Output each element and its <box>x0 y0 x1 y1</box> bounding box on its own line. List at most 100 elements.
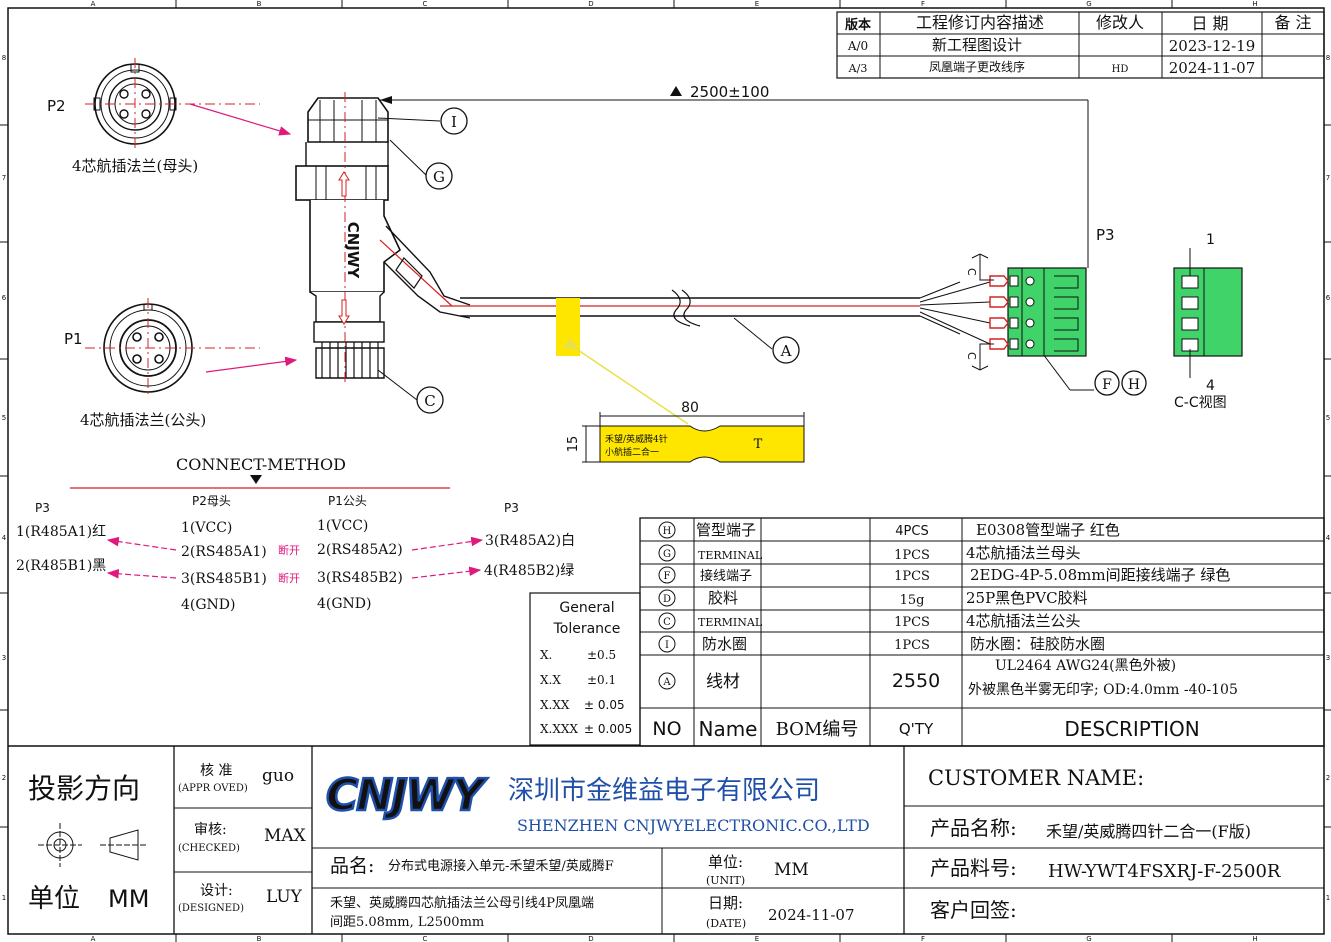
svg-text:6: 6 <box>2 294 7 302</box>
length-label: 2500±100 <box>690 83 769 101</box>
connect-p2-3: 3(RS485B1) <box>181 571 267 587</box>
connect-title-marker <box>250 475 262 484</box>
svg-text:H: H <box>1252 0 1257 8</box>
connect-p2-2: 2(RS485A1) <box>181 544 267 560</box>
spec-line2: 间距5.08mm, L2500mm <box>330 915 484 930</box>
bom-header-no: NO <box>652 718 681 740</box>
bom-name: 管型端子 <box>696 521 756 539</box>
p2-label: P2 <box>47 97 66 115</box>
tolerance-v2: ±0.1 <box>587 673 616 687</box>
bom-desc: 4芯航插法兰公头 <box>966 612 1081 630</box>
bom-desc: 防水圈：硅胶防水圈 <box>970 635 1105 653</box>
svg-text:B: B <box>257 935 262 942</box>
svg-text:D: D <box>588 935 593 942</box>
svg-text:F: F <box>921 0 925 8</box>
pname-label: 品名: <box>330 855 374 877</box>
p1-arrow <box>205 356 298 373</box>
rev-header-note: 备 注 <box>1274 13 1311 32</box>
svg-text:E: E <box>755 935 759 942</box>
designed-by: LUY <box>266 887 303 907</box>
bom-row: G TERMINAL 1PCS 4芯航插法兰母头 <box>658 544 1081 563</box>
bom-header-desc: DESCRIPTION <box>1064 717 1199 741</box>
rev-row-desc: 凤凰端子更改线序 <box>929 59 1025 74</box>
rev-header-desc: 工程修订内容描述 <box>916 13 1044 32</box>
bom-qty: 1PCS <box>894 569 930 584</box>
svg-text:2: 2 <box>2 774 6 782</box>
p3-terminal-block <box>971 253 1087 371</box>
bom-name: 接线端子 <box>700 568 752 584</box>
svg-text:4: 4 <box>1326 534 1331 542</box>
customer-name-label: CUSTOMER NAME: <box>928 766 1144 790</box>
connect-col-p1: P1公头 <box>328 494 367 508</box>
product-name-value: 禾望/英威腾四针二合一(F版) <box>1046 822 1251 841</box>
p1-caption: 4芯航插法兰(公头) <box>80 411 206 429</box>
svg-text:8: 8 <box>2 54 6 62</box>
revision-table: 版本 工程修订内容描述 修改人 日 期 备 注 A/0 新工程图设计 2023-… <box>836 11 1325 79</box>
tolerance-k3: X.XX <box>540 698 570 712</box>
p1-connector-face <box>85 298 260 398</box>
svg-text:G: G <box>1086 0 1091 8</box>
unit-label: 单位 <box>28 884 80 914</box>
svg-text:3: 3 <box>2 654 6 662</box>
label-text-line2: 小航插二合一 <box>605 446 659 458</box>
connect-open-2: 断开 <box>278 571 300 585</box>
unit-mm: MM <box>774 860 809 880</box>
rev-row-date: 2023-12-19 <box>1169 37 1255 55</box>
bom-no: G <box>663 549 671 560</box>
bom-qty: 4PCS <box>895 524 928 539</box>
bom-no: F <box>664 571 671 582</box>
bom-qty: 2550 <box>892 670 940 692</box>
tolerance-k1: X. <box>540 648 552 662</box>
projection-symbol <box>38 823 146 867</box>
bom-name: TERMINAL <box>698 616 763 629</box>
cc-pin-1: 1 <box>1206 232 1215 248</box>
svg-text:C: C <box>423 935 428 942</box>
svg-text:H: H <box>1252 935 1257 942</box>
label-tag <box>563 337 805 463</box>
label-height: 15 <box>566 436 581 453</box>
label-text-line1: 禾望/英威腾4针 <box>605 433 668 445</box>
bom-no: I <box>665 640 669 651</box>
connect-p2-4: 4(GND) <box>181 597 236 613</box>
bom-header-name: Name <box>698 717 757 741</box>
bom-name: 防水圈 <box>702 635 747 653</box>
tolerance-k4: X.XXX <box>540 722 578 736</box>
connect-col-p3-right: P3 <box>504 501 519 515</box>
bom-name: 线材 <box>706 672 740 692</box>
bom-no: A <box>662 677 671 688</box>
rev-header-ver: 版本 <box>845 17 871 33</box>
tolerance-title-1: General <box>559 600 614 616</box>
product-name-label: 产品名称: <box>930 816 1017 840</box>
rev-header-date: 日 期 <box>1191 14 1228 33</box>
bom-row: I 防水圈 1PCS 防水圈：硅胶防水圈 <box>658 635 1105 653</box>
bom-desc: UL2464 AWG24(黑色外被) <box>995 657 1176 674</box>
unit-en: (UNIT) <box>706 874 745 887</box>
bom-header-code: BOM编号 <box>776 719 859 740</box>
connect-col-p3-left: P3 <box>35 501 50 515</box>
svg-text:8: 8 <box>1326 54 1330 62</box>
svg-text:2: 2 <box>1326 774 1330 782</box>
checked-by: MAX <box>264 826 307 846</box>
designed-cn: 设计: <box>200 883 233 899</box>
connect-arrows <box>106 536 484 579</box>
svg-text:A: A <box>91 0 96 8</box>
approved-en: (APPR OVED) <box>178 783 248 794</box>
connect-title: CONNECT-METHOD <box>176 455 346 474</box>
length-dimension <box>380 86 1089 268</box>
outer-frame <box>7 7 1325 935</box>
p1-label: P1 <box>64 330 83 348</box>
bom-qty: 1PCS <box>894 548 930 563</box>
date-value: 2024-11-07 <box>768 906 854 924</box>
connect-col-p2: P2母头 <box>192 494 231 508</box>
bom-desc: 2EDG-4P-5.08mm间距接线端子 绿色 <box>970 566 1230 584</box>
rev-row-by: HD <box>1112 64 1129 75</box>
bom-row: A 线材 2550 UL2464 AWG24(黑色外被) 外被黑色半雾无印字; … <box>658 657 1238 698</box>
svg-text:4: 4 <box>2 534 7 542</box>
approved-cn: 核 准 <box>200 763 232 779</box>
svg-text:1: 1 <box>1326 894 1330 902</box>
c-mark-top: C <box>965 268 978 276</box>
bom-desc: E0308管型端子 红色 <box>976 521 1120 539</box>
tolerance-k2: X.X <box>540 673 561 687</box>
